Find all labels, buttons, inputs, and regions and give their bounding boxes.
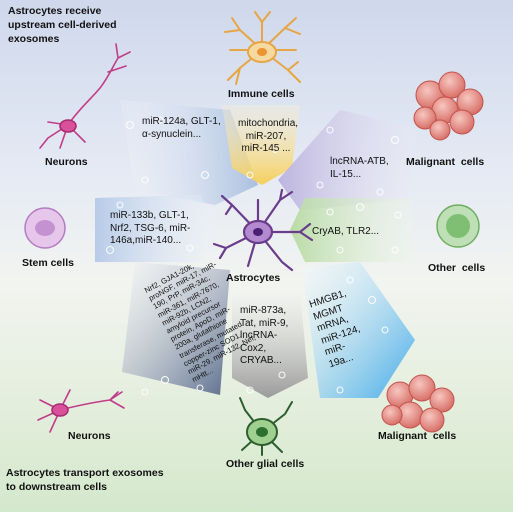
label-other-cells: Other cells [428, 262, 486, 274]
wedge-other-glial [232, 290, 308, 398]
label-malignant-bottom: Malignant cells [378, 430, 457, 442]
astrocyte-icon [212, 188, 314, 272]
wedge-stem [95, 195, 218, 262]
cargo-stem: miR-133b, GLT-1, Nrf2, TSG-6, miR-146a,m… [110, 210, 191, 246]
header-receive: Astrocytes receive upstream cell-derived… [8, 5, 117, 45]
header-transport: Astrocytes transport exosomes to downstr… [6, 467, 164, 493]
cargo-malignant-top: lncRNA-ATB, IL-15... [330, 156, 389, 180]
malignant-cells-top-icon [413, 71, 484, 141]
cargo-other-glial: miR-873a, Tat, miR-9, lncRNA-Cox2, CRYAB… [240, 305, 289, 366]
cargo-neurons-top: miR-124a, GLT-1, α-synuclein... [142, 116, 221, 140]
neuron-bottom-icon [37, 389, 125, 433]
other-cell-icon [436, 204, 480, 248]
label-neurons-bottom: Neurons [68, 430, 111, 442]
label-neurons-top: Neurons [45, 156, 88, 168]
cargo-immune: mitochondria, miR-207, miR-145 ... [238, 118, 299, 154]
immune-cell-icon [224, 11, 301, 85]
wedge-neurons-top [120, 100, 258, 205]
wedge-immune [222, 105, 300, 185]
wedge-malignant-bottom [302, 262, 415, 398]
wedge-malignant-top [278, 110, 418, 210]
cargo-other: CryAB, TLR2... [312, 226, 380, 237]
malignant-cells-bottom-icon [381, 374, 455, 433]
label-malignant-top: Malignant cells [406, 156, 485, 168]
neuron-top-icon [39, 43, 131, 149]
label-immune-cells: Immune cells [228, 88, 295, 100]
label-astrocytes: Astrocytes [226, 272, 281, 284]
glial-cell-icon [239, 397, 293, 456]
label-stem-cells: Stem cells [22, 257, 74, 269]
exosome-vesicles [105, 116, 402, 396]
stem-cell-icon [24, 207, 66, 249]
wedge-neurons-bottom [122, 262, 230, 395]
label-other-glial-cells: Other glial cells [226, 458, 305, 470]
wedge-other [290, 198, 412, 262]
